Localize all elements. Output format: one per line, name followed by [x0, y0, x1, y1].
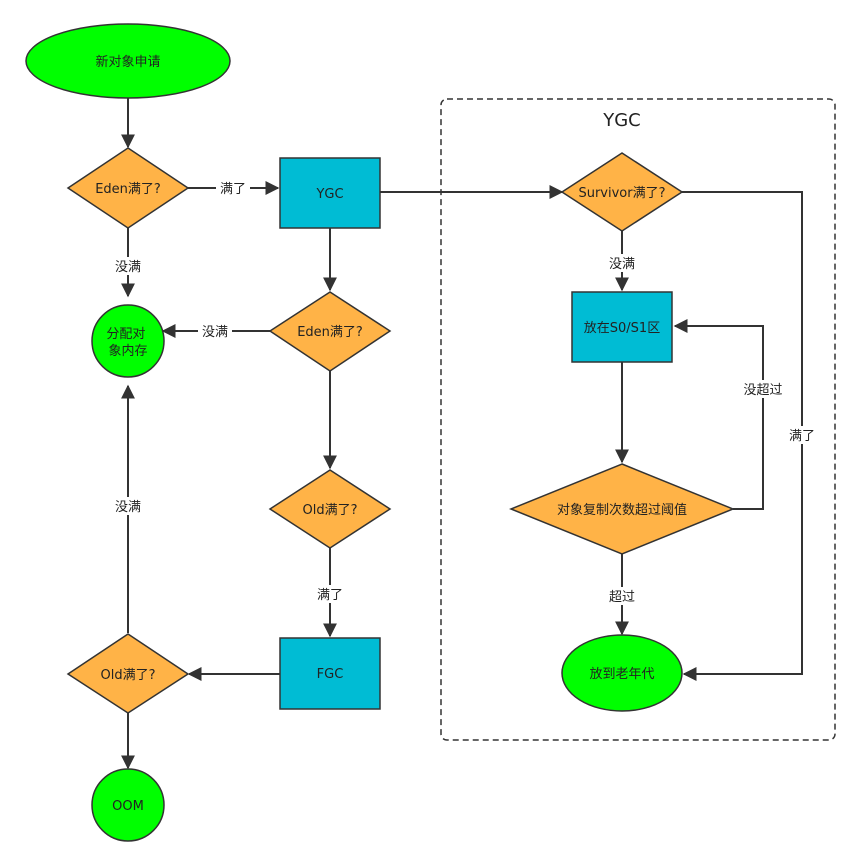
label-eden2-not-full: 没满: [202, 325, 228, 340]
fgc-process-label: FGC: [317, 667, 344, 682]
copy-threshold-decision: [509, 463, 735, 555]
ygc-group-frame: [440, 98, 836, 741]
old-generation-node: [561, 634, 683, 712]
fgc-process: [279, 637, 381, 710]
ygc-process: [279, 157, 381, 229]
allocate-memory-label: 分配对 象内存: [106, 327, 149, 359]
start-node: [25, 23, 231, 99]
label-threshold-exceed: 超过: [609, 590, 635, 605]
edge-survivor-to-old: [682, 191, 803, 681]
old-full-decision-2: [66, 633, 190, 714]
label-threshold-not-exceed: 没超过: [743, 383, 782, 398]
put-s0-s1-process: [571, 291, 673, 363]
ygc-group-title: YGC: [602, 110, 641, 131]
old-full-decision-2-label: Old满了?: [101, 668, 156, 683]
oom-node-label: OOM: [112, 799, 144, 814]
label-eden1-full: 满了: [220, 182, 246, 197]
eden-full-decision-2-label: Eden满了?: [297, 325, 363, 340]
survivor-full-decision: [560, 152, 684, 232]
put-s0-s1-process-label: 放在S0/S1区: [584, 321, 660, 336]
edge-threshold-not-exceed: [673, 319, 764, 510]
eden-full-decision-2: [268, 291, 392, 372]
label-old1-full: 满了: [317, 588, 343, 603]
copy-threshold-decision-label: 对象复制次数超过阈值: [557, 502, 687, 518]
old-full-decision-1: [268, 469, 392, 549]
old-generation-node-label: 放到老年代: [589, 667, 654, 682]
label-survivor-full: 满了: [789, 429, 815, 444]
start-node-label: 新对象申请: [95, 54, 160, 70]
allocate-memory-node: [91, 304, 165, 378]
eden-full-decision-1-label: Eden满了?: [95, 182, 161, 197]
label-eden1-not-full: 没满: [115, 260, 141, 275]
survivor-full-decision-label: Survivor满了?: [578, 186, 665, 201]
old-full-decision-1-label: Old满了?: [303, 503, 358, 518]
eden-full-decision-1: [66, 147, 190, 229]
oom-node: [91, 768, 165, 842]
label-old2-not-full: 没满: [115, 500, 141, 515]
ygc-process-label: YGC: [315, 187, 343, 202]
label-survivor-not-full: 没满: [609, 257, 635, 272]
